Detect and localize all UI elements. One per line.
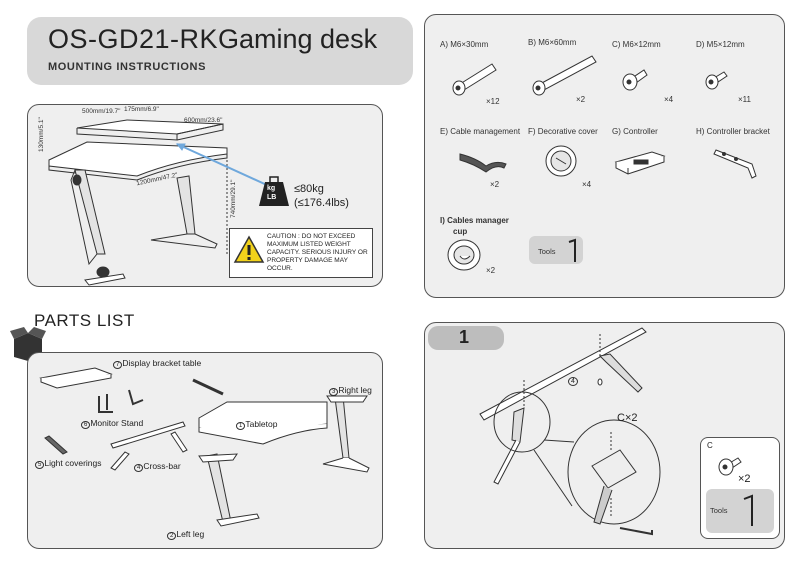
weight-icon: kg	[267, 185, 276, 192]
hardware-label-h: H) Controller bracket	[696, 127, 770, 136]
product-name: Gaming desk	[218, 24, 378, 54]
crossbar-number-badge: 4	[568, 377, 578, 386]
hardware-qty-b: ×2	[576, 95, 586, 104]
cable-management-drawing	[459, 153, 507, 173]
part-num: 7	[113, 361, 123, 369]
part-num: 4	[134, 464, 144, 472]
hardware-qty-e: ×2	[490, 180, 500, 189]
hardware-label-g: G) Controller	[612, 127, 658, 136]
part-name: Right leg	[338, 385, 372, 395]
part-callout: C×2	[617, 412, 638, 424]
required-part-qty: ×2	[738, 473, 751, 485]
part-num: 1	[236, 422, 246, 430]
hardware-label-d: D) M5×12mm	[696, 40, 745, 49]
hardware-label-b: B) M6×60mm	[528, 38, 577, 47]
part-num: 5	[35, 461, 45, 469]
cables-manager-cup-drawing	[447, 239, 481, 271]
bolt-c-drawing	[622, 69, 648, 91]
part-name: Left leg	[176, 529, 205, 539]
max-weight-lbs: (≤176.4lbs)	[294, 197, 349, 209]
max-weight-kg: ≤80kg	[294, 183, 324, 195]
tools-label: Tools	[538, 247, 556, 256]
hardware-label-a: A) M6×30mm	[440, 40, 489, 49]
dim-depth: 600mm/23.6"	[184, 117, 223, 124]
title-banner	[27, 17, 413, 85]
hardware-label-e: E) Cable management	[440, 127, 521, 136]
document-subtitle: MOUNTING INSTRUCTIONS	[48, 61, 207, 73]
part-name: Tabletop	[245, 419, 278, 429]
hardware-qty-a: ×12	[486, 97, 500, 106]
bolt-c-icon	[718, 457, 742, 476]
controller-drawing	[614, 151, 666, 175]
hardware-qty-f: ×4	[582, 180, 592, 189]
step-badge	[428, 326, 504, 350]
hardware-label-i-cont: cup	[453, 227, 468, 236]
part-name: Light coverings	[44, 458, 102, 468]
required-part-letter: C	[707, 441, 713, 450]
weight-icon-lb: LB	[267, 194, 277, 201]
dim-shelf-depth: 175mm/6.9"	[124, 106, 159, 113]
caution-text: CAUTION : DO NOT EXCEED MAXIMUM LISTED W…	[267, 233, 368, 272]
dim-height: 740mm/29.1"	[230, 179, 237, 218]
hardware-qty-d: ×11	[738, 95, 751, 104]
bolt-a-drawing	[452, 63, 497, 96]
bolt-d-drawing	[705, 71, 728, 90]
part-name: Monitor Stand	[90, 418, 144, 428]
part-num: 2	[167, 532, 177, 540]
part-num: 6	[81, 421, 91, 429]
hex-key-icon	[568, 238, 576, 262]
dim-shelf-width: 500mm/19.7"	[82, 108, 121, 115]
step-tools-box	[706, 489, 774, 533]
bolt-b-drawing	[532, 55, 597, 96]
step-number: 1	[459, 327, 470, 347]
hardware-label-c: C) M6×12mm	[612, 40, 661, 49]
parts-list-heading: PARTS LIST	[34, 311, 135, 330]
step-1-drawing	[479, 327, 661, 536]
hardware-qty-i: ×2	[486, 266, 496, 275]
step-hex-key-icon	[743, 494, 753, 526]
part-num: 3	[329, 388, 339, 396]
desk-overview-drawing	[48, 119, 289, 286]
part-name: Display bracket table	[122, 358, 202, 368]
model-number: OS-GD21-RK	[48, 24, 219, 54]
hardware-label-i: I) Cables manager	[440, 216, 509, 225]
parts-drawing	[39, 367, 370, 527]
decorative-cover-drawing	[545, 145, 577, 177]
step-tools-label: Tools	[710, 506, 728, 515]
hardware-label-f: F) Decorative cover	[528, 127, 598, 136]
warning-icon	[233, 235, 265, 263]
part-name: Cross-bar	[143, 461, 181, 471]
hardware-qty-c: ×4	[664, 95, 674, 104]
dim-shelf-height: 130mm/5.1"	[38, 117, 45, 152]
controller-bracket-drawing	[713, 149, 757, 179]
